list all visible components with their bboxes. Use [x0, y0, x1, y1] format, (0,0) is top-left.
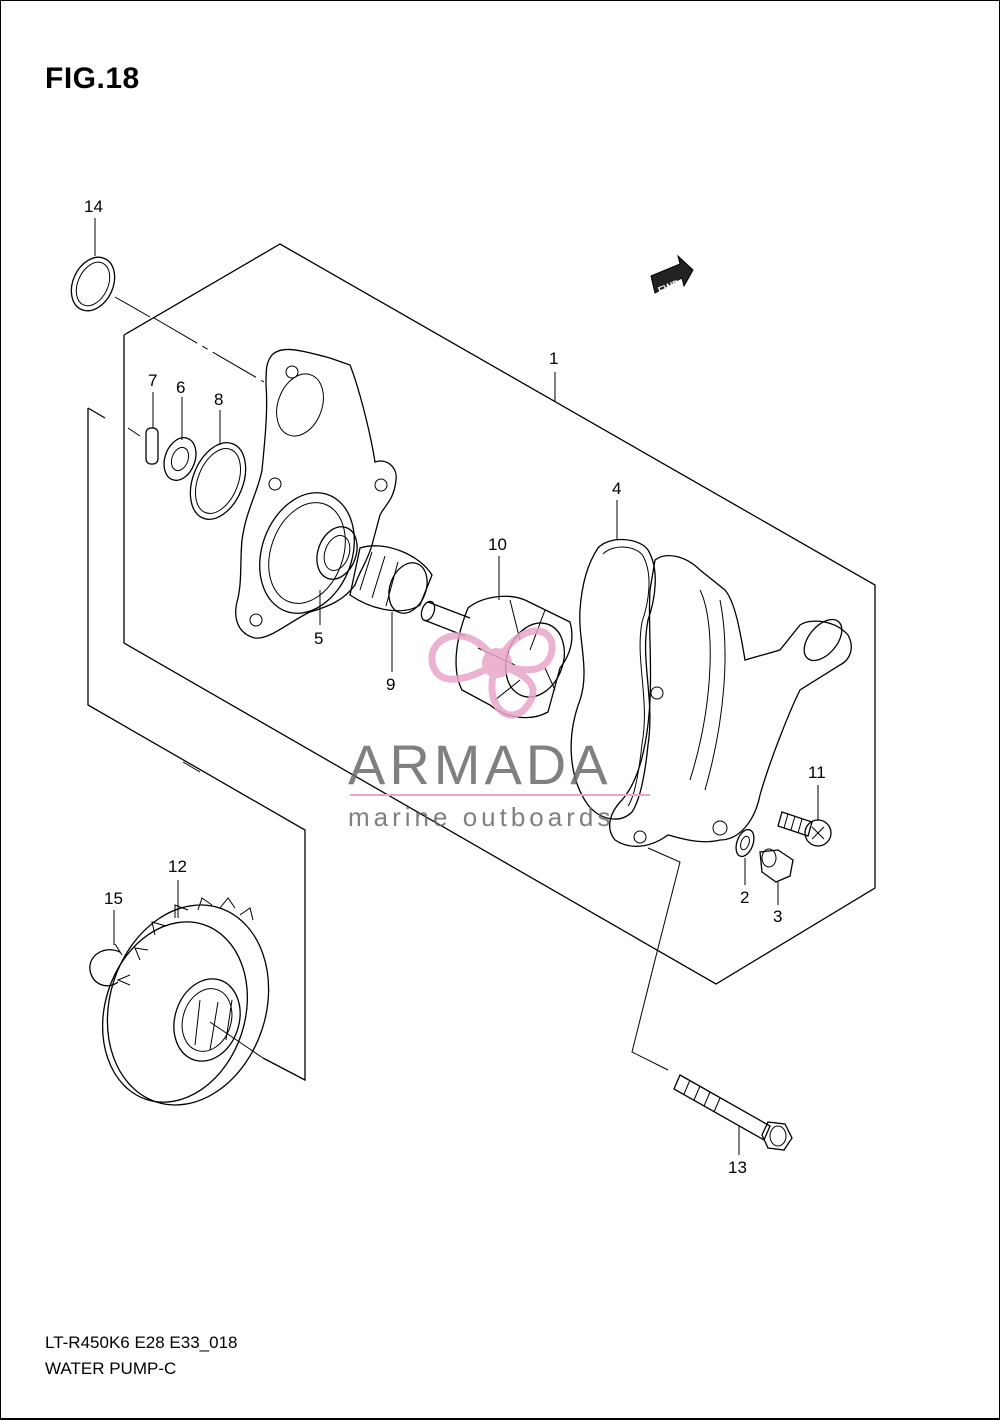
screw-part-11 [777, 811, 832, 847]
bolt-part-13 [673, 1074, 793, 1151]
callout-leaders [94, 218, 819, 1155]
figure-model-code: LT-R450K6 E28 E33_018 [45, 1333, 238, 1352]
watermark: ARMADA marine outboards [348, 733, 650, 832]
figure-title: FIG.18 [45, 62, 140, 95]
pump-body-plate [235, 348, 397, 639]
mechanical-seal-part-9 [349, 545, 433, 614]
washer-part-2 [735, 828, 755, 858]
callout-labels: 14 1 7 6 8 4 10 5 9 11 2 3 12 15 13 [84, 197, 826, 1177]
o-ring-part-14 [70, 256, 116, 312]
callout-1: 1 [549, 349, 558, 368]
seal-part-6 [163, 437, 197, 481]
callout-3: 3 [773, 907, 782, 926]
figure-name: WATER PUMP-C [45, 1359, 177, 1378]
callout-8: 8 [214, 390, 223, 409]
callout-5: 5 [314, 629, 323, 648]
watermark-brand: ARMADA [348, 733, 612, 796]
bolt-part-3 [759, 848, 794, 883]
callout-9: 9 [386, 675, 395, 694]
callout-10: 10 [488, 535, 507, 554]
circlip-part-15 [89, 943, 123, 987]
watermark-propeller-icon [428, 627, 556, 719]
callout-11: 11 [808, 763, 826, 782]
pump-cover [609, 555, 852, 847]
assembly-outline [87, 243, 876, 1082]
o-ring-part-8 [189, 442, 247, 520]
callout-6: 6 [176, 378, 185, 397]
pin-part-7 [145, 427, 159, 465]
callout-13: 13 [728, 1158, 747, 1177]
watermark-tagline: marine outboards [348, 802, 614, 832]
callout-7: 7 [148, 371, 157, 390]
callout-15: 15 [104, 889, 123, 908]
callout-2: 2 [740, 888, 749, 907]
fwd-arrow-icon: FWD [650, 254, 694, 297]
callout-14: 14 [84, 197, 103, 216]
callout-12: 12 [168, 857, 187, 876]
gear-part-12 [101, 897, 270, 1106]
bearing-part-5 [316, 526, 358, 580]
callout-4: 4 [612, 479, 621, 498]
